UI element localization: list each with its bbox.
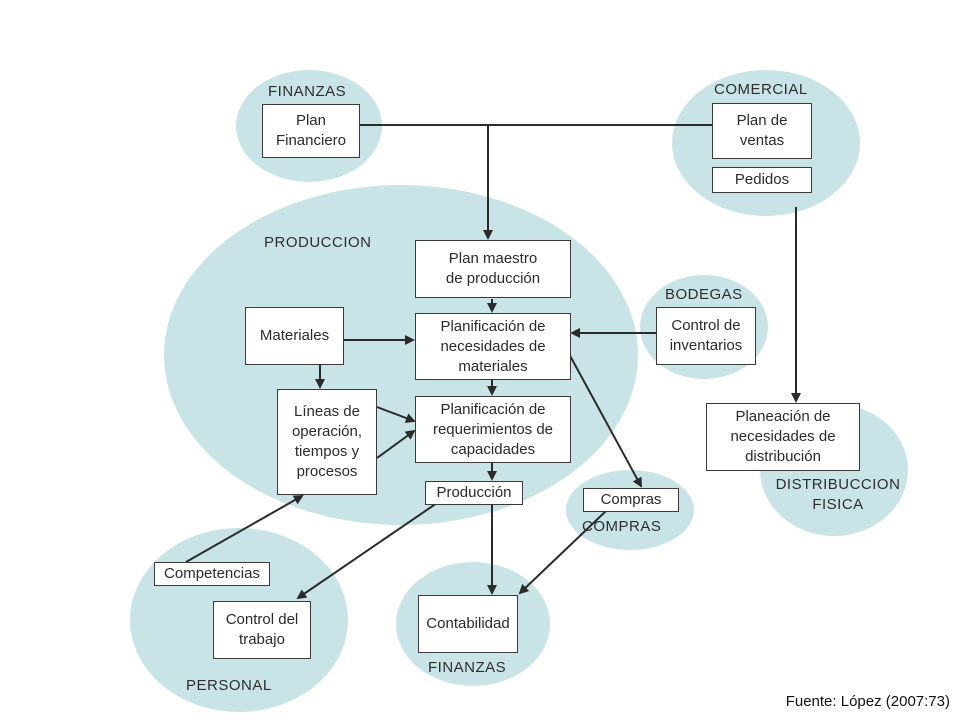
source-citation: Fuente: López (2007:73)	[785, 693, 950, 710]
contabilidad-box: Contabilidad	[418, 595, 518, 653]
planeacion-distribucion-box: Planeación de necesidades de distribució…	[706, 403, 860, 471]
planificacion-capacidades-box: Planificación de requerimientos de capac…	[415, 396, 571, 463]
plan-maestro-box: Plan maestro de producción	[415, 240, 571, 298]
compras-label: COMPRAS	[582, 518, 662, 535]
materiales-box: Materiales	[245, 307, 344, 365]
control-trabajo-box: Control del trabajo	[213, 601, 311, 659]
competencias-box: Competencias	[154, 562, 270, 586]
lineas-operacion-box: Líneas de operación, tiempos y procesos	[277, 389, 377, 495]
arrow-competencias-to-lineas	[185, 495, 304, 563]
arrow-lineas-to-capacidades-1	[376, 406, 416, 423]
control-inventarios-box: Control de inventarios	[656, 307, 756, 365]
comercial-label: COMERCIAL	[714, 81, 808, 98]
bodegas-label: BODEGAS	[665, 286, 743, 303]
arrow-lineas-to-capacidades-2	[376, 429, 416, 459]
plan-financiero-box: Plan Financiero	[262, 104, 360, 158]
plan-ventas-box: Plan de ventas	[712, 103, 812, 159]
personal-label: PERSONAL	[186, 677, 272, 694]
planificacion-materiales-box: Planificación de necesidades de material…	[415, 313, 571, 380]
pedidos-box: Pedidos	[712, 167, 812, 193]
distribucion-label: DISTRIBUCCION FISICA	[775, 476, 901, 513]
arrow-produccion-to-control	[296, 502, 438, 600]
produccion-box: Producción	[425, 481, 523, 505]
finanzas-bottom-label: FINANZAS	[428, 659, 507, 676]
produccion-label: PRODUCCION	[264, 234, 372, 251]
finanzas-top-label: FINANZAS	[268, 83, 347, 100]
compras-box: Compras	[583, 488, 679, 512]
arrow-compras-to-contabilidad	[518, 510, 607, 595]
arrow-plan-to-compras	[567, 351, 642, 488]
